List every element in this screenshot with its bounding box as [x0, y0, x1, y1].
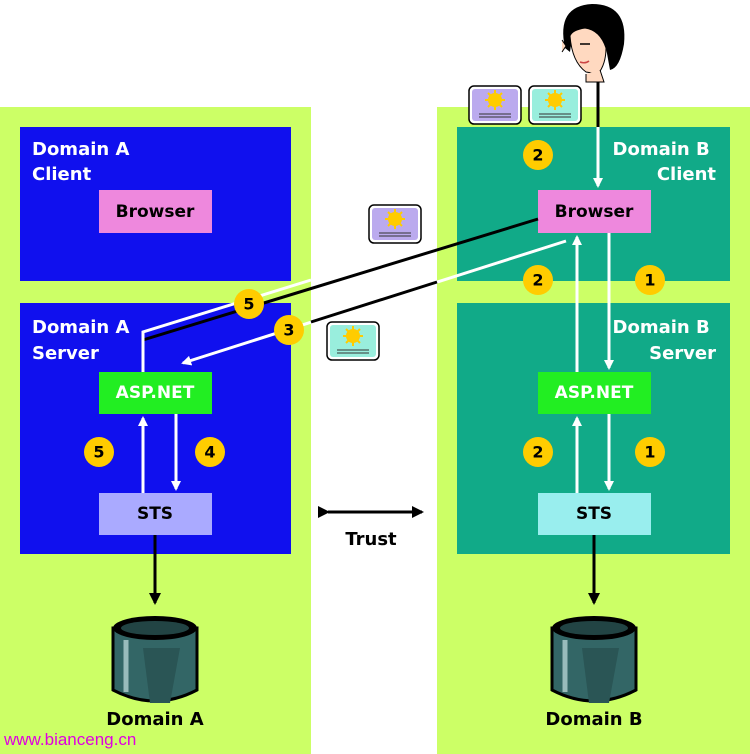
step-badge: 1: [635, 265, 665, 295]
domain-b-aspnet-label: ASP.NET: [555, 383, 634, 403]
step-badge: 2: [523, 140, 553, 170]
svg-text:2: 2: [532, 271, 543, 290]
domain-a-server-title: Domain A Server: [32, 317, 136, 364]
domain-a-aspnet-label: ASP.NET: [116, 383, 195, 403]
domain-a-database-icon: [111, 616, 199, 703]
svg-text:1: 1: [644, 271, 655, 290]
domain-a-browser-label: Browser: [116, 202, 195, 222]
domain-a-database-label: Domain A: [106, 709, 203, 730]
trust-label: Trust: [345, 529, 397, 550]
step-badge: 1: [635, 437, 665, 467]
security-token-icon: [368, 204, 422, 244]
domain-a-aspnet-box: [99, 372, 212, 414]
step-badge: 2: [523, 265, 553, 295]
svg-text:5: 5: [93, 443, 104, 462]
domain-b-browser-label: Browser: [555, 202, 634, 222]
svg-text:5: 5: [243, 295, 254, 314]
svg-text:3: 3: [283, 321, 294, 340]
domain-b-sts-box: [538, 493, 651, 535]
domain-b-aspnet-box: [538, 372, 651, 414]
svg-text:1: 1: [644, 443, 655, 462]
step-badge: 3: [274, 315, 304, 345]
domain-a-sts-label: STS: [137, 504, 173, 524]
step-badge: 5: [234, 289, 264, 319]
domain-b-server-title: Domain B Server: [613, 317, 717, 364]
domain-b-sts-label: STS: [576, 504, 612, 524]
domain-b-database-label: Domain B: [545, 709, 642, 730]
step-badge: 2: [523, 437, 553, 467]
domain-a-browser-box: [99, 190, 212, 233]
domain-a-client-title: Domain A Client: [32, 139, 136, 185]
step-badge: 4: [195, 437, 225, 467]
domain-a-sts-box: [99, 493, 212, 535]
security-token-icon: [468, 85, 522, 125]
svg-text:2: 2: [532, 146, 543, 165]
domain-b-client-title: Domain B Client: [613, 139, 717, 185]
step-badge: 5: [84, 437, 114, 467]
svg-text:4: 4: [204, 443, 215, 462]
domain-b-browser-box: [538, 190, 651, 233]
svg-text:2: 2: [532, 443, 543, 462]
security-token-icon: [528, 85, 582, 125]
domain-b-database-icon: [550, 616, 638, 703]
user-avatar-icon: [561, 4, 625, 83]
watermark-text: www.bianceng.cn: [3, 730, 136, 749]
security-token-icon: [326, 321, 380, 361]
